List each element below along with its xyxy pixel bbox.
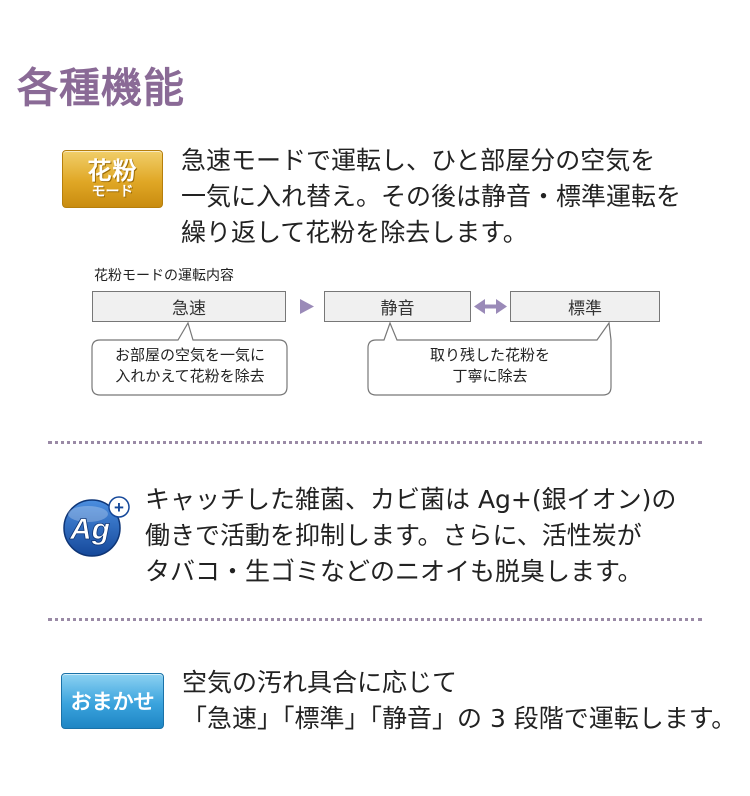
ag-desc-line: タバコ・生ゴミなどのニオイも脱臭します。 — [145, 557, 643, 586]
pollen-desc-line: 急速モードで運転し、ひと部屋分の空気を — [181, 146, 656, 175]
section-divider — [48, 441, 702, 444]
bubble-left-line: お部屋の空気を一気に — [114, 346, 265, 364]
bubble-right-line: 丁寧に除去 — [452, 367, 528, 385]
pollen-description: 急速モードで運転し、ひと部屋分の空気を 一気に入れ替え。その後は静音・標準運転を… — [181, 143, 681, 251]
ag-ion-icon: Ag + — [63, 496, 130, 557]
ag-icon-text: Ag — [69, 513, 110, 546]
ag-desc-line: キャッチした雑菌、カビ菌は Ag+(銀イオン)の — [145, 485, 677, 514]
pollen-desc-line: 繰り返して花粉を除去します。 — [181, 218, 528, 247]
auto-desc-line: 「急速」「標準」「静音」の 3 段階で運転します。 — [182, 704, 737, 733]
auto-description: 空気の汚れ具合に応じて 「急速」「標準」「静音」の 3 段階で運転します。 — [182, 665, 736, 737]
ag-icon-plus: + — [114, 498, 124, 517]
speech-bubble-right — [367, 321, 612, 396]
bubble-right-text: 取り残した花粉を 丁寧に除去 — [368, 345, 612, 387]
pollen-mode-badge: 花粉 モード — [62, 150, 163, 208]
auto-mode-badge: おまかせ — [61, 673, 164, 729]
auto-desc-line: 空気の汚れ具合に応じて — [182, 668, 458, 697]
double-arrow-icon — [474, 299, 507, 314]
step-standard-box: 標準 — [510, 291, 660, 322]
pollen-desc-line: 一気に入れ替え。その後は静音・標準運転を — [181, 182, 682, 211]
speech-bubble-left — [91, 321, 288, 396]
bubble-right-line: 取り残した花粉を — [429, 346, 550, 364]
step-fast-box: 急速 — [92, 291, 286, 322]
section-divider — [48, 618, 702, 621]
step-quiet-box: 静音 — [324, 291, 471, 322]
right-arrow-icon — [300, 299, 314, 314]
pollen-badge-line1: 花粉 — [87, 157, 138, 185]
ag-desc-line: 働きで活動を抑制します。さらに、活性炭が — [145, 521, 642, 550]
bubble-left-text: お部屋の空気を一気に 入れかえて花粉を除去 — [94, 345, 286, 387]
pollen-diagram-label: 花粉モードの運転内容 — [94, 268, 234, 284]
page-title: 各種機能 — [17, 64, 185, 112]
bubble-left-line: 入れかえて花粉を除去 — [115, 367, 265, 385]
ag-description: キャッチした雑菌、カビ菌は Ag+(銀イオン)の 働きで活動を抑制します。さらに… — [145, 482, 676, 590]
pollen-badge-line2: モード — [91, 184, 134, 200]
